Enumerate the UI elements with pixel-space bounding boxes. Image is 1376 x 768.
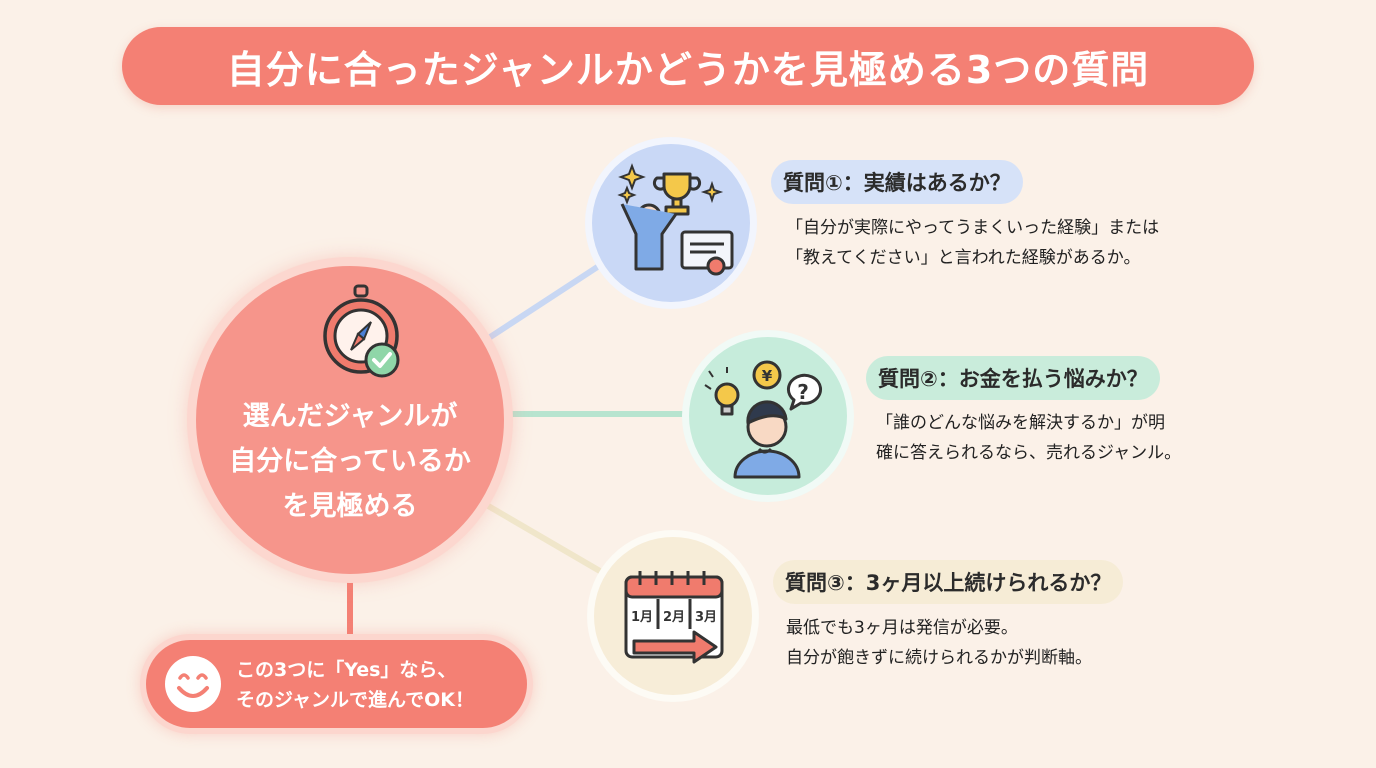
question-3-description: 最低でも3ヶ月は発信が必要。 自分が飽きずに続けられるかが判断軸。	[786, 613, 1092, 673]
question-1-icon-circle	[585, 137, 757, 309]
question-3-label: 質問③：3ヶ月以上続けられるか？	[773, 560, 1124, 604]
conclusion-banner: この3つに「Yes」なら、 そのジャンルで進んでOK！	[140, 634, 533, 734]
conclusion-text: この3つに「Yes」なら、 そのジャンルで進んでOK！	[236, 655, 474, 715]
page-title: 自分に合ったジャンルかどうかを見極める3つの質問	[226, 47, 1150, 92]
compass-check-icon	[323, 284, 400, 378]
trophy-person-certificate-icon	[617, 163, 734, 276]
question-3-line: 最低でも3ヶ月は発信が必要。	[786, 618, 1018, 638]
center-label-line: 自分に合っているか	[229, 446, 471, 477]
question-2-icon-circle: ¥ ?	[682, 330, 854, 502]
calendar-arrow-icon: 1月 2月 3月	[624, 571, 724, 664]
smiley-icon	[165, 656, 221, 712]
question-1-line: 「自分が実際にやってうまくいった経験」または	[786, 218, 1160, 238]
center-label: 選んだジャンルが 自分に合っているか を見極める	[196, 394, 504, 529]
question-1-line: 「教えてください」と言われた経験があるか。	[786, 248, 1141, 268]
conclusion-line: そのジャンルで進んでOK！	[236, 689, 474, 711]
question-3-line: 自分が飽きずに続けられるかが判断軸。	[786, 648, 1092, 668]
calendar-month-label: 2月	[663, 610, 685, 625]
question-3-icon-circle: 1月 2月 3月	[587, 530, 759, 702]
calendar-month-label: 1月	[631, 610, 653, 625]
center-circle: 選んだジャンルが 自分に合っているか を見極める	[187, 257, 513, 583]
calendar-month-label: 3月	[695, 610, 717, 625]
title-banner: 自分に合ったジャンルかどうかを見極める3つの質問	[122, 27, 1254, 105]
center-label-line: 選んだジャンルが	[242, 401, 458, 432]
conclusion-line: この3つに「Yes」なら、	[236, 659, 457, 681]
question-1-label: 質問①：実績はあるか？	[771, 160, 1023, 204]
connector-q3	[475, 497, 608, 577]
connector-q1	[475, 259, 608, 348]
svg-text:¥: ¥	[762, 367, 773, 385]
question-2-description: 「誰のどんな悩みを解決するか」が明 確に答えられるなら、売れるジャンル。	[876, 408, 1181, 468]
question-2-line: 確に答えられるなら、売れるジャンル。	[876, 443, 1182, 463]
svg-text:?: ?	[797, 380, 809, 404]
question-2-label: 質問②：お金を払う悩みか？	[866, 356, 1160, 400]
question-2-line: 「誰のどんな悩みを解決するか」が明	[876, 413, 1165, 433]
center-label-line: を見極める	[282, 491, 418, 522]
question-1-description: 「自分が実際にやってうまくいった経験」または 「教えてください」と言われた経験が…	[786, 213, 1159, 273]
thinking-person-lightbulb-yen-icon: ¥ ?	[704, 360, 823, 479]
